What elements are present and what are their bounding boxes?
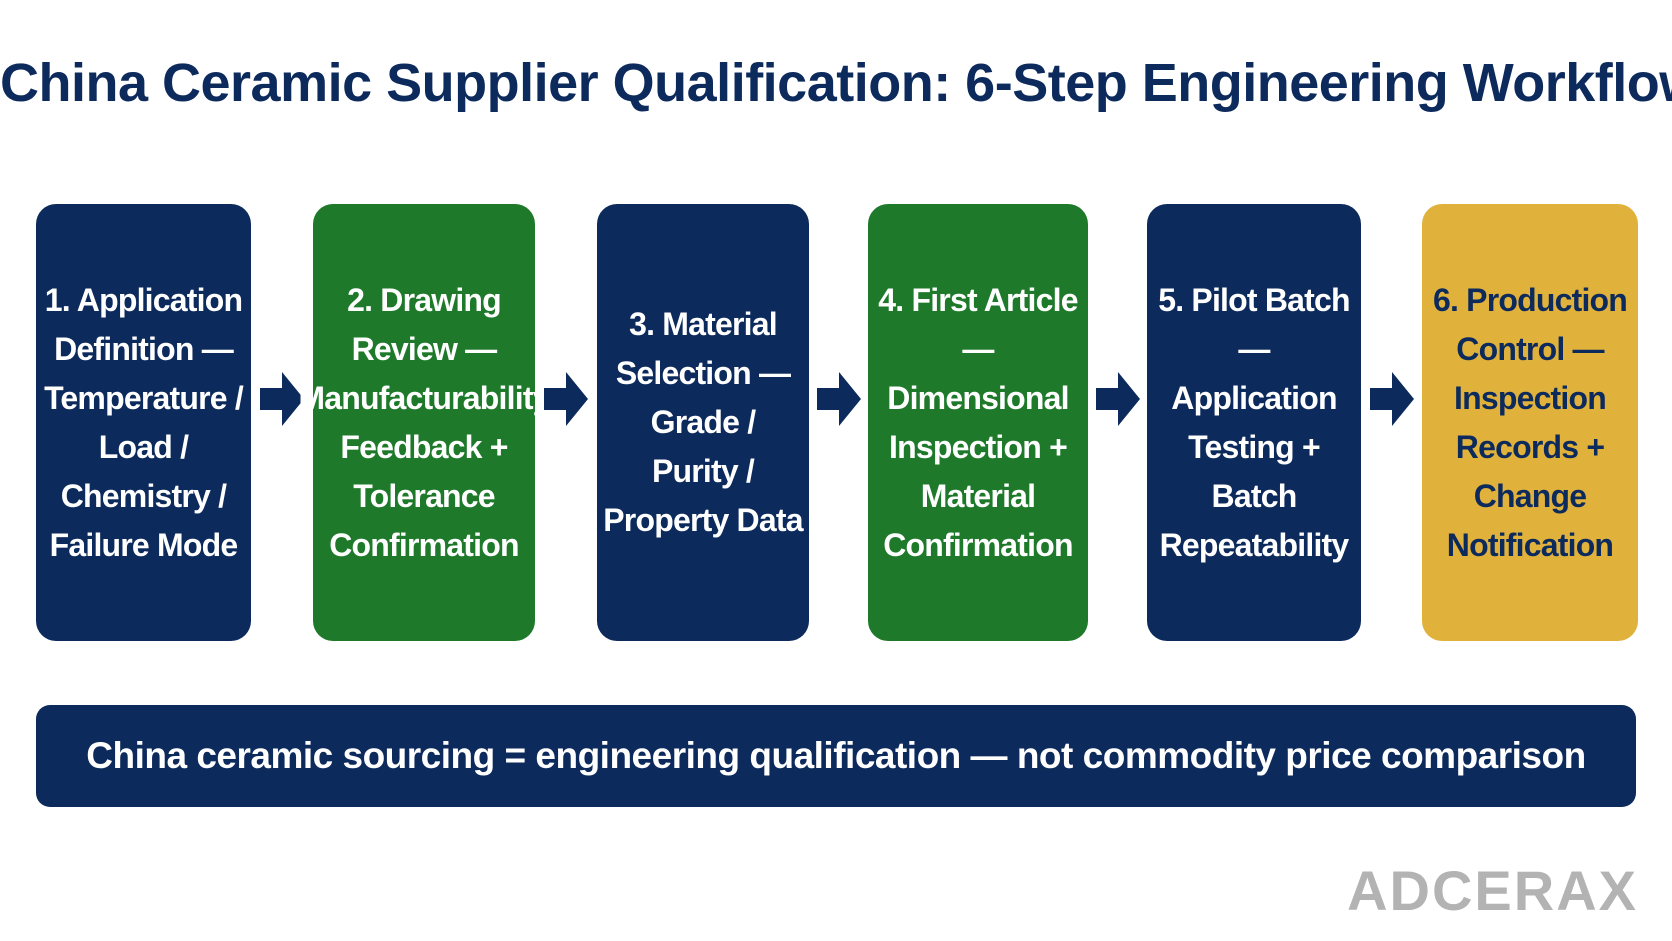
right-arrow-icon: [544, 372, 588, 426]
step-line: Manufacturability: [298, 379, 550, 416]
step-3-text: 3. Material Selection — Grade / Purity /…: [603, 300, 803, 545]
step-line: Batch: [1211, 477, 1298, 514]
step-line: 2. Drawing: [347, 281, 502, 318]
step-5-text: 5. Pilot Batch — Application Testing + B…: [1153, 276, 1355, 570]
right-arrow-icon: [1096, 372, 1140, 426]
step-line: Repeatability: [1159, 526, 1350, 563]
step-1-text: 1. Application Definition — Temperature …: [44, 276, 244, 570]
step-5-box: 5. Pilot Batch — Application Testing + B…: [1147, 204, 1361, 641]
step-line: Feedback +: [340, 428, 508, 465]
step-line: Material: [920, 477, 1036, 514]
step-line: Tolerance: [353, 477, 495, 514]
step-4-box: 4. First Article — Dimensional Inspectio…: [868, 204, 1088, 641]
step-line: Confirmation: [329, 526, 519, 563]
step-line: Selection —: [615, 355, 791, 391]
summary-banner-text: China ceramic sourcing = engineering qua…: [86, 735, 1586, 776]
right-arrow-icon: [1370, 372, 1414, 426]
step-6-text: 6. Production Control — Inspection Recor…: [1432, 276, 1628, 570]
step-line: 4. First Article —: [878, 281, 1078, 367]
step-line: 6. Production: [1432, 281, 1628, 318]
step-line: Testing +: [1188, 428, 1321, 465]
step-line: Failure Mode: [49, 526, 239, 563]
step-2-text: 2. Drawing Review — Manufacturability Fe…: [298, 276, 550, 570]
step-line: Application: [1171, 379, 1337, 416]
step-line: 1. Application: [44, 281, 243, 318]
step-1-box: 1. Application Definition — Temperature …: [36, 204, 251, 641]
summary-banner: China ceramic sourcing = engineering qua…: [36, 705, 1636, 807]
step-line: 5. Pilot Batch —: [1158, 281, 1350, 367]
step-3-box: 3. Material Selection — Grade / Purity /…: [597, 204, 809, 641]
page-title: China Ceramic Supplier Qualification: 6-…: [0, 53, 1672, 113]
step-4-text: 4. First Article — Dimensional Inspectio…: [874, 276, 1082, 570]
step-line: Confirmation: [883, 526, 1073, 563]
brand-logo: ADCERAX: [1347, 859, 1638, 922]
right-arrow-icon: [260, 372, 304, 426]
step-line: Change: [1473, 477, 1587, 514]
step-line: 3. Material: [629, 306, 778, 342]
step-line: Review —: [351, 330, 498, 367]
step-2-box: 2. Drawing Review — Manufacturability Fe…: [298, 204, 550, 641]
step-line: Chemistry /: [60, 477, 227, 514]
step-line: Definition —: [54, 330, 234, 367]
step-line: Control —: [1456, 330, 1604, 367]
step-line: Notification: [1446, 526, 1614, 563]
right-arrow-icon: [817, 372, 861, 426]
step-line: Inspection +: [889, 428, 1068, 465]
step-6-box: 6. Production Control — Inspection Recor…: [1422, 204, 1638, 641]
step-line: Records +: [1455, 428, 1605, 465]
step-line: Grade /: [650, 404, 756, 440]
step-line: Property Data: [603, 502, 803, 538]
step-line: Purity /: [651, 453, 755, 489]
step-line: Temperature /: [44, 379, 244, 416]
step-line: Load /: [98, 428, 189, 465]
step-line: Dimensional: [887, 379, 1069, 416]
step-line: Inspection: [1453, 379, 1607, 416]
